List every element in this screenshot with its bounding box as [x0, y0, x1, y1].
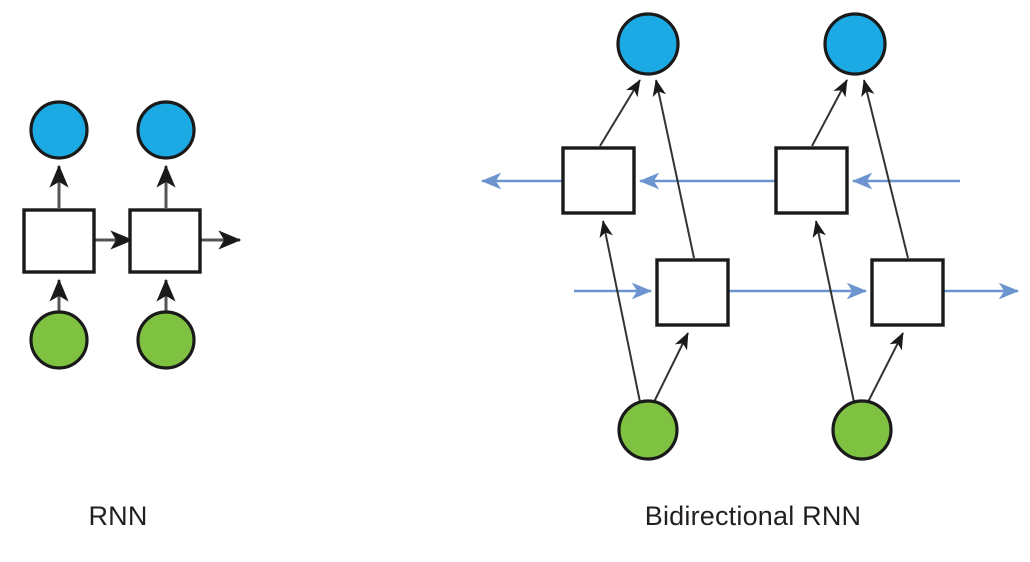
- edge-backward-cell-2-to-output-2: [811, 79, 848, 147]
- edge-input-2-to-backward-cell-2: [812, 220, 855, 403]
- input-node-1: [29, 310, 89, 370]
- caption-rnn: RNN: [88, 501, 147, 531]
- edge-backward-cell-1-to-output-1: [599, 79, 641, 147]
- panel-rnn: RNN: [22, 100, 242, 531]
- bidirectional-input-nodes: [617, 399, 893, 461]
- caption-bidirectional-rnn: Bidirectional RNN: [645, 501, 861, 531]
- backward-cell-2: [774, 146, 849, 215]
- edge-forward-cell-1-to-output-1: [652, 79, 695, 259]
- bidirectional-diagonal-edges: [599, 79, 909, 403]
- panel-bidirectional-rnn: Bidirectional RNN: [480, 12, 1020, 531]
- rnn-input-nodes: [29, 310, 196, 370]
- input-node-2: [136, 310, 196, 370]
- forward-layer-cells: [655, 258, 945, 327]
- output-node-1: [29, 100, 89, 160]
- output-node-1: [616, 12, 680, 76]
- rnn-vertical-edges: [49, 164, 176, 312]
- rnn-cells: [22, 208, 202, 274]
- output-node-2: [823, 12, 887, 76]
- forward-cell-1: [655, 258, 730, 327]
- rnn-cell-1: [22, 208, 96, 274]
- rnn-output-nodes: [29, 100, 196, 160]
- input-node-1: [617, 399, 679, 461]
- forward-cell-2: [870, 258, 945, 327]
- backward-cell-1: [561, 146, 636, 215]
- edge-forward-cell-2-to-output-2: [861, 79, 909, 259]
- edge-input-1-to-backward-cell-1: [599, 220, 641, 403]
- input-node-2: [831, 399, 893, 461]
- edge-input-2-to-forward-cell-2: [867, 332, 904, 403]
- bidirectional-output-nodes: [616, 12, 887, 76]
- rnn-cell-2: [128, 208, 202, 274]
- output-node-2: [136, 100, 196, 160]
- edge-input-1-to-forward-cell-1: [653, 332, 689, 403]
- backward-layer-cells: [561, 146, 849, 215]
